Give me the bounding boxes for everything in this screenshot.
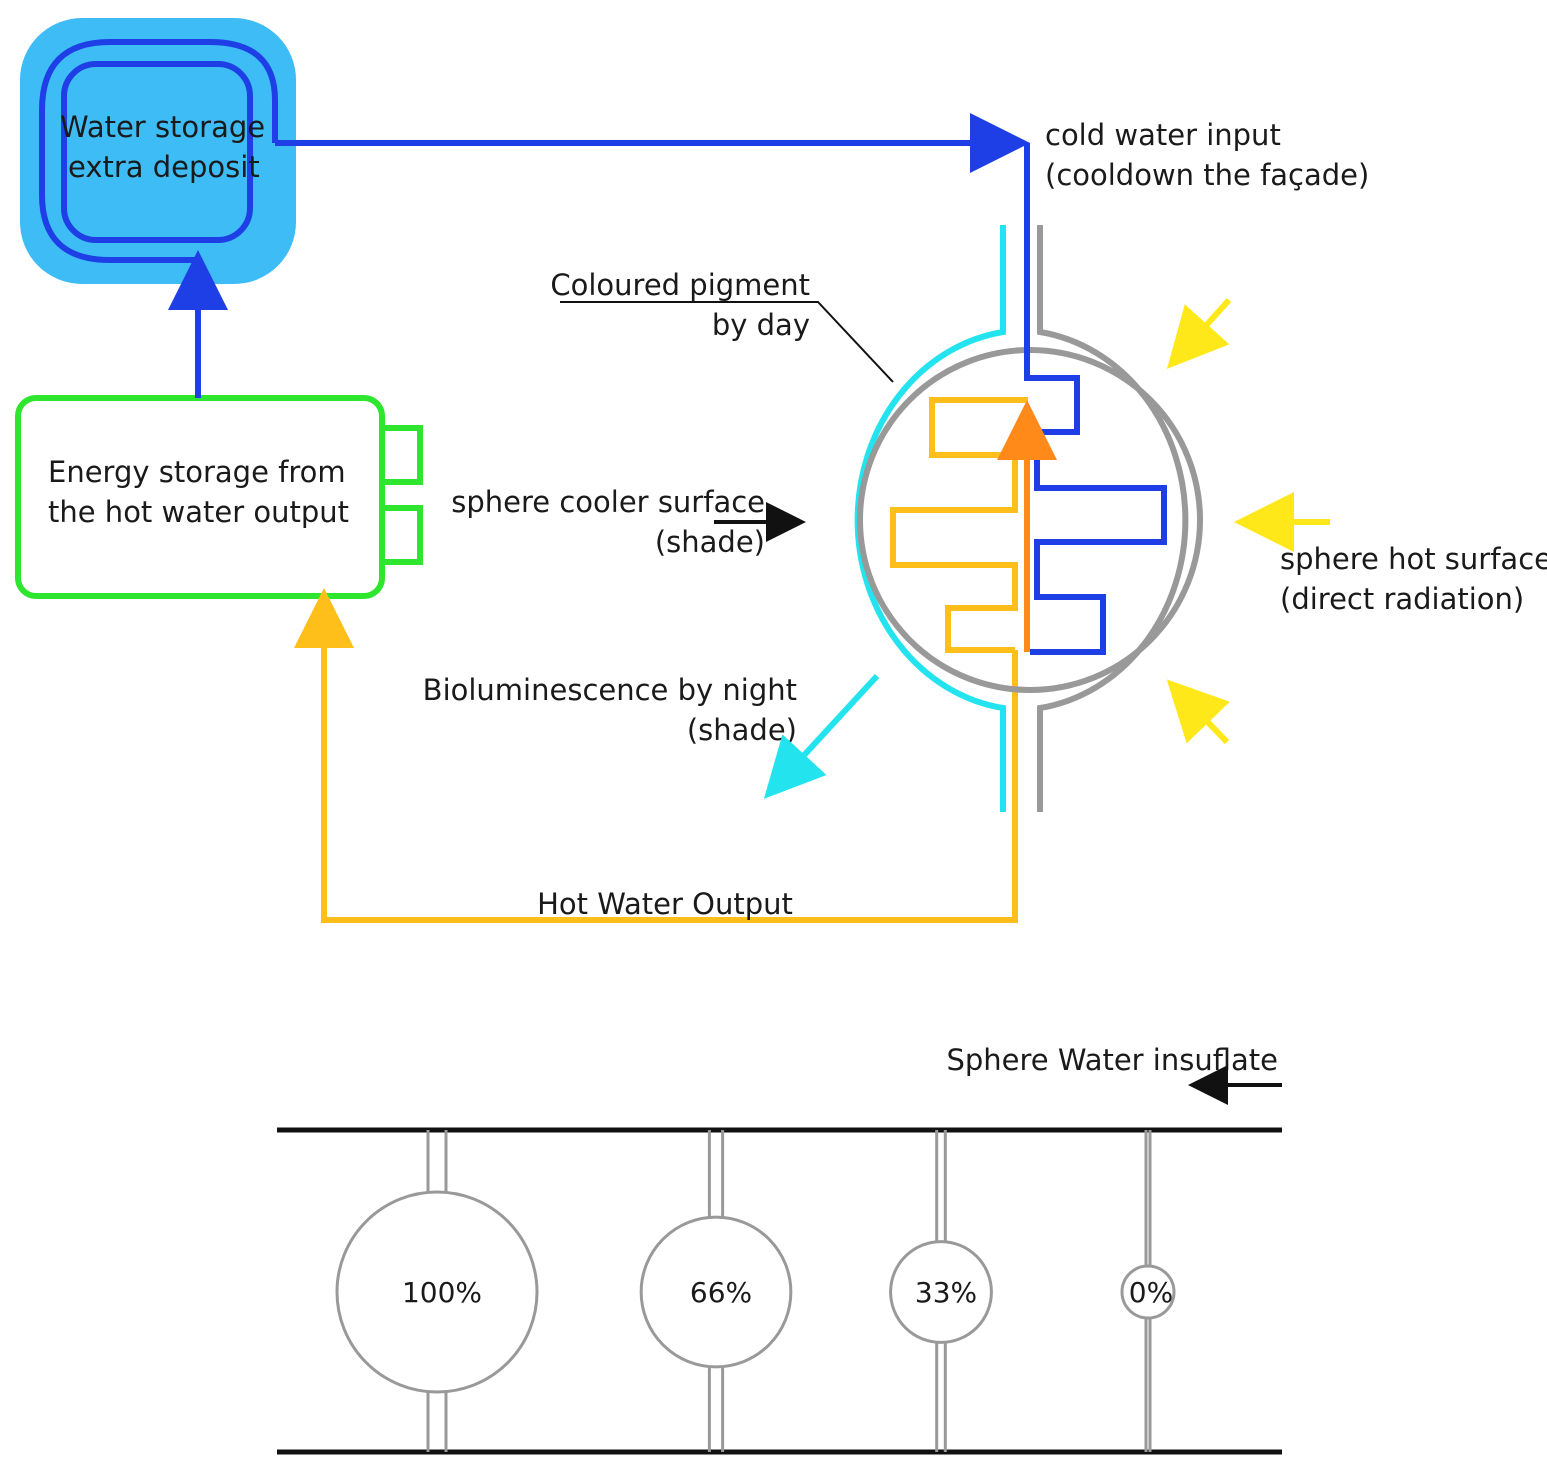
hot-surface-label-2: (direct radiation): [1280, 582, 1524, 616]
sphere-outline: [639, 1215, 793, 1369]
hot-surface-label-1: sphere hot surface: [1280, 542, 1547, 576]
hot-output-label: Hot Water Output: [537, 887, 793, 921]
energy-storage-label-1: Energy storage from: [48, 455, 346, 489]
biolum-label-1: Bioluminescence by night: [423, 673, 797, 707]
cooler-label-1: sphere cooler surface: [451, 485, 765, 519]
pigment-label-2: by day: [712, 308, 810, 342]
hot-water-output-pipe: [294, 588, 1018, 923]
cold-input-label-1: cold water input: [1045, 118, 1281, 152]
sphere-inflation-row: 100% 66% 33% 0%: [335, 1130, 1176, 1452]
sphere-percent-label: 0%: [1129, 1276, 1173, 1309]
inflation-sphere: 66%: [639, 1130, 793, 1452]
cold-input-label-2: (cooldown the façade): [1045, 158, 1369, 192]
sphere-percent-label: 100%: [402, 1276, 482, 1309]
water-storage-label-1: Water storage: [60, 110, 265, 144]
hot-serpentine: [890, 397, 1028, 653]
pigment-leader-line: [560, 301, 894, 383]
insuflate-label: Sphere Water insuflate: [946, 1043, 1278, 1077]
sphere-percent-label: 33%: [915, 1276, 977, 1309]
biolum-arrow: [763, 673, 880, 799]
sphere-outline: [335, 1190, 539, 1394]
cold-serpentine: [1024, 143, 1167, 655]
inflation-sphere: 0%: [1120, 1130, 1176, 1452]
sun-ray-arrow: [1166, 679, 1230, 745]
sphere-outline: [1120, 1264, 1176, 1320]
sun-ray-arrow: [1166, 297, 1232, 369]
energy-storage-box: Energy storage from the hot water output: [15, 395, 423, 599]
inflation-sphere: 33%: [889, 1130, 993, 1452]
pigment-label-1: Coloured pigment: [550, 268, 810, 302]
inflation-sphere: 100%: [335, 1130, 539, 1452]
water-storage-tank: Water storage extra deposit: [20, 18, 296, 284]
water-storage-label-2: extra deposit: [68, 150, 260, 184]
sphere-percent-label: 66%: [690, 1276, 752, 1309]
cooler-label-2: (shade): [655, 525, 765, 559]
biolum-label-2: (shade): [687, 713, 797, 747]
energy-storage-label-2: the hot water output: [48, 495, 349, 529]
sphere-outline: [889, 1240, 993, 1344]
facade-sphere: [854, 143, 1203, 812]
